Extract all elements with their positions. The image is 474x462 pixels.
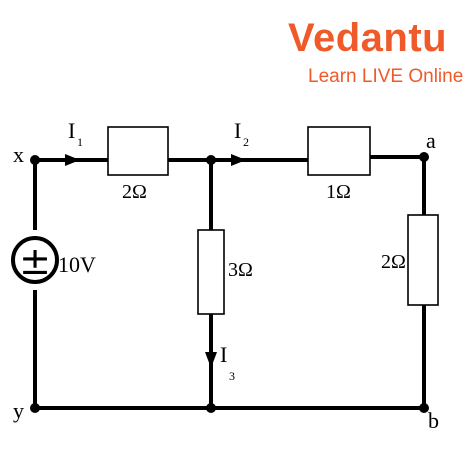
current-label-i1: I 1 xyxy=(68,118,83,149)
node-label-y: y xyxy=(13,398,24,423)
node-label-x: x xyxy=(13,142,24,167)
current-arrow-i1 xyxy=(65,154,80,166)
voltage-source-symbol: ± xyxy=(19,239,51,283)
current-arrow-i3 xyxy=(205,352,217,368)
vedantu-logo: Vedantu Learn LIVE Online xyxy=(288,14,468,94)
current-label-i1-base: I xyxy=(68,118,75,143)
resistor-right xyxy=(407,214,439,306)
current-label-i1-sub: 1 xyxy=(77,135,83,149)
node-label-a: a xyxy=(426,128,436,153)
source-voltage-label: 10V xyxy=(58,252,96,277)
resistor-top-right-value: 1Ω xyxy=(326,181,351,203)
current-label-i2-sub: 2 xyxy=(243,135,249,149)
current-arrow-i2 xyxy=(231,154,246,166)
current-label-i2: I 2 xyxy=(234,118,249,149)
current-label-i3: I 3 xyxy=(220,342,235,383)
node-x-dot xyxy=(30,155,40,165)
resistor-top-right xyxy=(307,126,371,176)
logo-tagline: Learn LIVE Online xyxy=(308,66,464,87)
node-label-b: b xyxy=(428,408,439,433)
current-label-i3-base: I xyxy=(220,342,227,367)
node-y-dot xyxy=(30,403,40,413)
current-label-i3-sub: 3 xyxy=(229,369,235,383)
logo-wordmark: Vedantu xyxy=(288,16,448,60)
current-label-i2-base: I xyxy=(234,118,241,143)
resistor-top-left-value: 2Ω xyxy=(122,181,147,203)
resistor-top-left xyxy=(107,126,169,176)
voltage-source-circle xyxy=(11,236,59,284)
node-bottom-junction-dot xyxy=(206,403,216,413)
node-junction-dot xyxy=(206,155,216,165)
node-a-dot xyxy=(419,152,429,162)
resistor-right-value: 2Ω xyxy=(381,251,406,273)
node-b-dot xyxy=(419,403,429,413)
resistor-middle xyxy=(197,229,225,315)
voltage-source: ± xyxy=(11,236,59,284)
resistor-middle-value: 3Ω xyxy=(228,259,253,281)
